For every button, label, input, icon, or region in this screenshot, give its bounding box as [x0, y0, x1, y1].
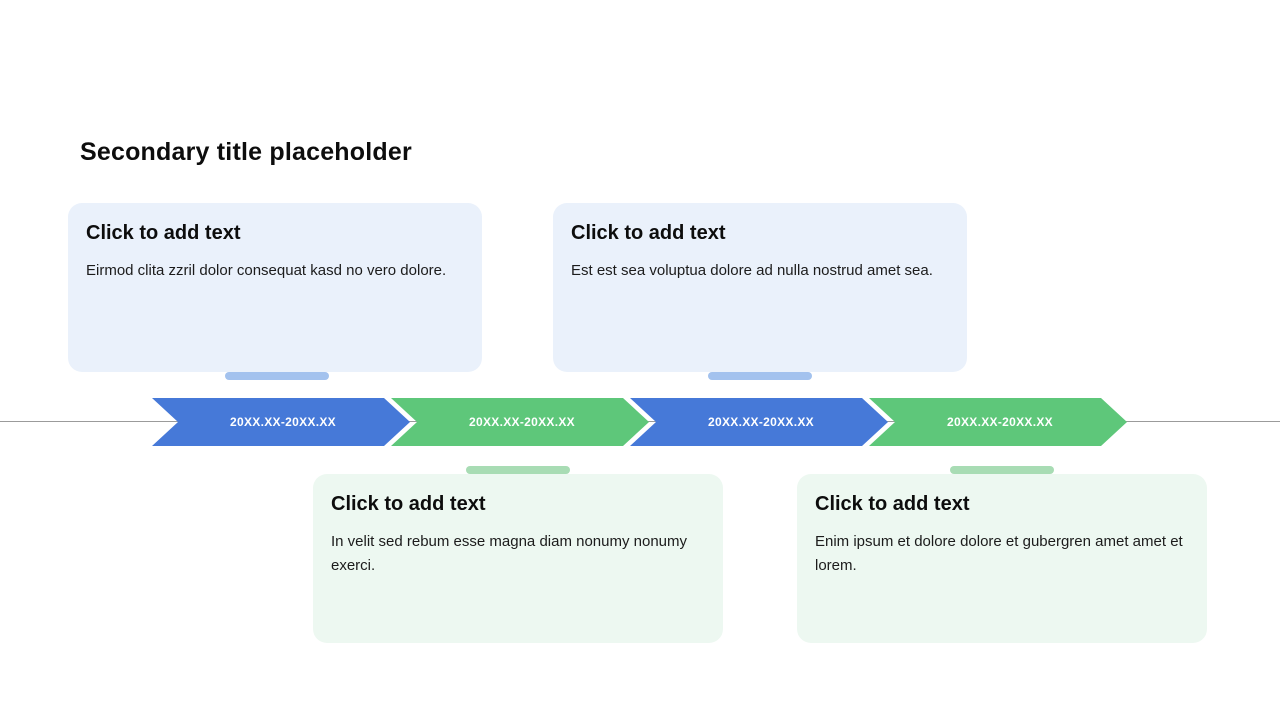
card-body[interactable]: Eirmod clita zzril dolor consequat kasd … — [86, 262, 447, 279]
card-body[interactable]: Enim ipsum et dolore dolore et gubergren… — [815, 533, 1183, 574]
text-card-bottom-2[interactable]: Click to add text Enim ipsum et dolore d… — [797, 474, 1207, 643]
segment-date-label: 20XX.XX-20XX.XX — [947, 415, 1053, 429]
segment-date-label: 20XX.XX-20XX.XX — [230, 415, 336, 429]
connector-bar-top-1 — [225, 372, 329, 380]
text-card-top-2[interactable]: Click to add text Est est sea voluptua d… — [553, 203, 967, 372]
connector-bar-top-2 — [708, 372, 812, 380]
connector-bar-bottom-2 — [950, 466, 1054, 474]
timeline-segment-4[interactable]: 20XX.XX-20XX.XX — [869, 398, 1127, 446]
connector-bar-bottom-1 — [466, 466, 570, 474]
card-heading[interactable]: Click to add text — [815, 493, 970, 515]
segment-date-label: 20XX.XX-20XX.XX — [469, 415, 575, 429]
segment-date-label: 20XX.XX-20XX.XX — [708, 415, 814, 429]
card-heading[interactable]: Click to add text — [571, 222, 726, 244]
text-card-bottom-1[interactable]: Click to add text In velit sed rebum ess… — [313, 474, 723, 643]
timeline-segment-2[interactable]: 20XX.XX-20XX.XX — [391, 398, 649, 446]
timeline-arrows: 20XX.XX-20XX.XX 20XX.XX-20XX.XX 20XX.XX-… — [152, 398, 1127, 446]
card-heading[interactable]: Click to add text — [86, 222, 241, 244]
card-body[interactable]: Est est sea voluptua dolore ad nulla nos… — [571, 262, 933, 279]
card-body[interactable]: In velit sed rebum esse magna diam nonum… — [331, 533, 688, 574]
card-heading[interactable]: Click to add text — [331, 493, 486, 515]
timeline-segment-1[interactable]: 20XX.XX-20XX.XX — [152, 398, 410, 446]
secondary-title-placeholder[interactable]: Secondary title placeholder — [80, 138, 412, 166]
text-card-top-1[interactable]: Click to add text Eirmod clita zzril dol… — [68, 203, 482, 372]
timeline-segment-3[interactable]: 20XX.XX-20XX.XX — [630, 398, 888, 446]
